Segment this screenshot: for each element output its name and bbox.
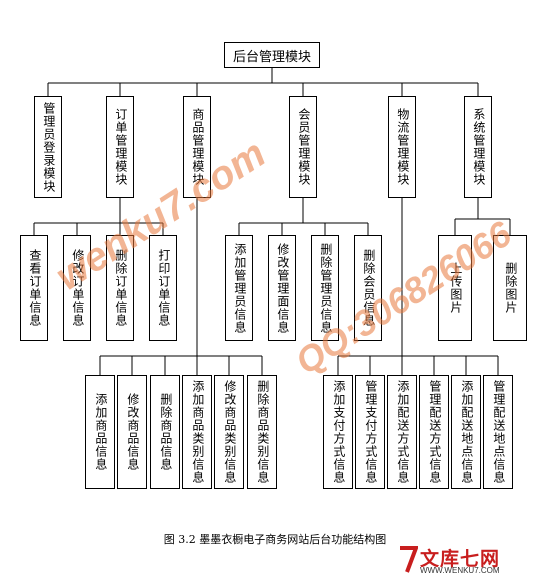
logo-url: WWW.WENKU7.COM [420,566,500,575]
logo-mark-icon [400,546,418,573]
member-add-admin-node: 添加管理员信息 [225,235,253,341]
order-edit-node: 修改订单信息 [63,235,91,341]
module-logistics-management: 物流管理模块 [388,96,416,198]
member-delete-admin-node: 删除管理员信息 [311,235,339,341]
logistics-manage-delivery-node: 管理配送方式信息 [419,375,449,489]
root-label: 后台管理模块 [232,49,311,65]
module-label: 订单管理模块 [113,108,128,186]
logistics-manage-payment-node: 管理支付方式信息 [355,375,385,489]
figure-caption: 图 3.2 墨墨衣橱电子商务网站后台功能结构图 [163,533,387,546]
module-label: 管理员登录模块 [41,101,56,193]
module-label: 商品管理模块 [190,108,205,186]
root-node: 后台管理模块 [224,42,320,68]
order-delete-node: 删除订单信息 [106,235,134,341]
order-view-node: 查看订单信息 [20,235,48,341]
logistics-manage-location-node: 管理配送地点信息 [483,375,513,489]
module-admin-login: 管理员登录模块 [34,96,62,198]
site-logo: 文库七网 WWW.WENKU7.COM [398,544,548,576]
goods-delete-category-node: 删除商品类别信息 [247,375,277,489]
member-edit-admin-node: 修改管理面信息 [268,235,296,341]
module-label: 系统管理模块 [471,108,486,186]
module-system-management: 系统管理模块 [464,96,492,198]
system-upload-image-node: 上传图片 [438,235,472,341]
goods-add-category-node: 添加商品类别信息 [182,375,212,489]
module-label: 会员管理模块 [296,108,311,186]
logo-text: 文库七网 [420,548,501,570]
module-label: 物流管理模块 [395,108,410,186]
module-goods-management: 商品管理模块 [183,96,211,198]
module-member-management: 会员管理模块 [289,96,317,198]
system-delete-image-node: 删除图片 [493,235,527,341]
logistics-add-location-node: 添加配送地点信息 [451,375,481,489]
module-order-management: 订单管理模块 [106,96,134,198]
goods-delete-node: 删除商品信息 [150,375,180,489]
logistics-add-payment-node: 添加支付方式信息 [323,375,353,489]
goods-edit-category-node: 修改商品类别信息 [214,375,244,489]
order-print-node: 打印订单信息 [149,235,177,341]
goods-add-node: 添加商品信息 [85,375,115,489]
member-delete-member-node: 删除会员信息 [354,235,382,341]
goods-edit-node: 修改商品信息 [117,375,147,489]
logistics-add-delivery-node: 添加配送方式信息 [387,375,417,489]
